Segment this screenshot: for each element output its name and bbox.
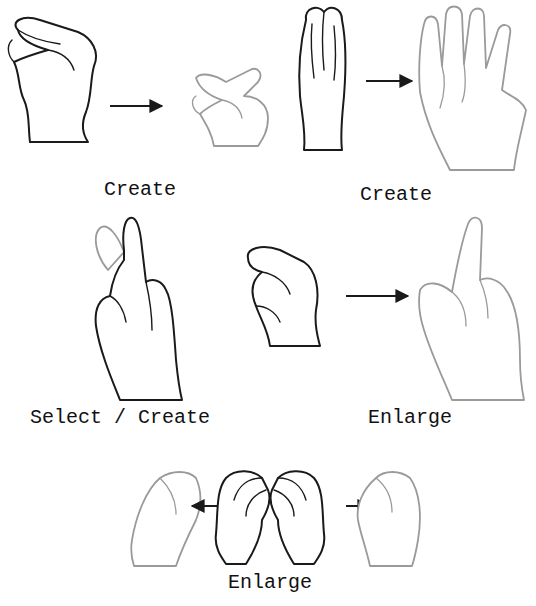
gesture-label: Enlarge — [228, 572, 312, 594]
hand-grey — [419, 7, 526, 171]
hand-black — [248, 247, 320, 346]
hand-black — [299, 8, 345, 150]
hand-grey — [358, 472, 420, 566]
gesture-label: Create — [360, 184, 432, 206]
hand-black — [8, 18, 96, 142]
arrow — [192, 505, 218, 507]
hand-grey — [131, 472, 200, 566]
hand-black — [216, 471, 325, 564]
arrow — [346, 295, 408, 297]
arrow — [366, 80, 412, 82]
gesture-label: Select / Create — [30, 407, 210, 429]
hand-grey — [193, 69, 268, 146]
arrow — [110, 105, 162, 107]
gesture-label: Enlarge — [368, 407, 452, 429]
hand-grey — [419, 218, 524, 400]
hand-black — [96, 218, 182, 400]
gesture-label: Create — [104, 179, 176, 201]
